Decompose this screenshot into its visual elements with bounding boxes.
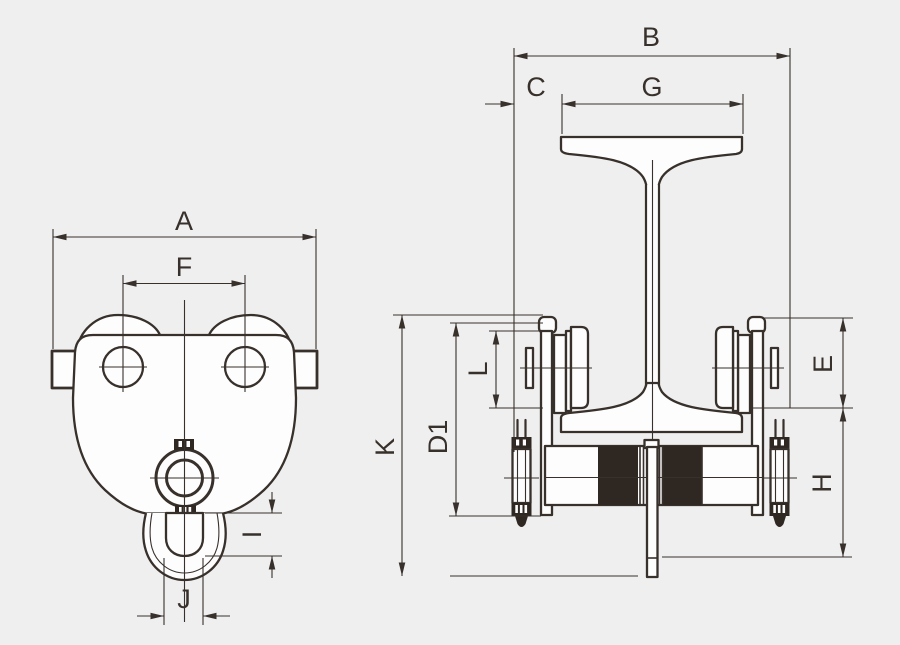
dimension-label-I: I xyxy=(237,531,267,539)
bottom-nut xyxy=(175,505,196,516)
dimension-F: F xyxy=(122,252,246,392)
dimension-label-A: A xyxy=(175,206,193,236)
dimension-I: I xyxy=(205,492,282,578)
left-wheel-assembly xyxy=(520,315,592,517)
dimension-label-C: C xyxy=(526,72,546,102)
right-side-plate xyxy=(750,329,765,517)
dimension-label-H: H xyxy=(807,473,837,493)
right-wheel-assembly xyxy=(712,315,784,517)
right-clamp-bolt xyxy=(762,418,797,527)
dimension-H: H xyxy=(662,408,852,558)
suspension-pin xyxy=(643,438,660,579)
dimension-A: A xyxy=(52,206,317,349)
dimension-label-G: G xyxy=(641,72,662,102)
dimension-B: B xyxy=(513,22,791,452)
dimension-label-D1: D1 xyxy=(423,420,453,455)
dimension-label-L: L xyxy=(463,361,493,376)
beam-bottom-flange xyxy=(559,381,744,434)
dimension-label-E: E xyxy=(808,355,838,373)
left-side-plate xyxy=(539,329,554,517)
beam-top-flange xyxy=(559,135,744,189)
dimension-C: C xyxy=(485,72,546,108)
dimension-label-B: B xyxy=(642,22,660,52)
left-clamp-bolt xyxy=(504,418,539,527)
dimension-label-K: K xyxy=(370,438,400,456)
dimension-D1: D1 xyxy=(423,322,543,517)
dimension-J: J xyxy=(137,558,230,625)
dimension-G: G xyxy=(561,72,744,134)
trolley-side-view: B C G K D1 L xyxy=(370,22,853,579)
trolley-front-view: A F I J xyxy=(50,206,319,625)
dimension-label-F: F xyxy=(176,252,193,282)
load-bar-end-left xyxy=(50,349,78,390)
i-beam xyxy=(559,135,744,441)
dimension-L: L xyxy=(463,330,543,409)
dimension-label-J: J xyxy=(177,584,191,614)
load-bar-end-right xyxy=(291,349,319,390)
dimension-E: E xyxy=(750,317,853,409)
dimension-K: K xyxy=(370,314,638,577)
